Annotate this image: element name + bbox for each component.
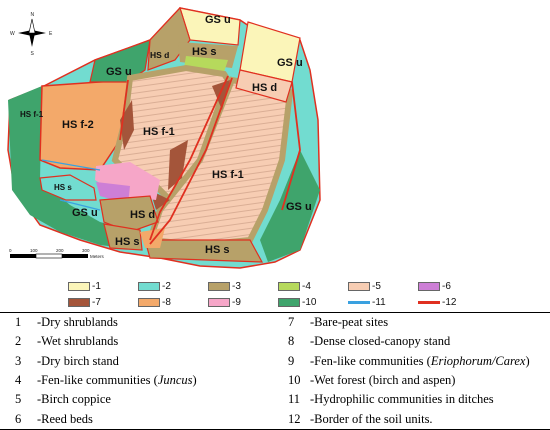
row-text: -Dry birch stand <box>37 353 119 368</box>
row-text: -Hydrophilic communities in ditches <box>310 392 494 407</box>
legend-item-7: -7 <box>68 296 101 308</box>
legend-swatch-12 <box>418 300 440 304</box>
row-num: 9 <box>288 353 295 368</box>
legend-swatch-11 <box>348 300 370 304</box>
legend-item-8: -8 <box>138 296 171 308</box>
scale-tick-300: 300 <box>82 248 90 253</box>
label-hs-d-right: HS d <box>252 82 277 94</box>
compass-w: W <box>10 31 15 37</box>
scale-tick-200: 200 <box>56 248 64 253</box>
table-row: 2 -Wet shrublands 8 -Dense closed-canopy… <box>0 332 550 351</box>
row-text: -Fen-like communities (Juncus) <box>37 373 197 388</box>
map-bare-peat-1 <box>120 100 134 150</box>
map-hs-s-left <box>39 174 97 201</box>
row-num: 1 <box>15 315 22 330</box>
legend-swatch-8 <box>138 297 160 307</box>
map-fen-eriophorum <box>95 162 160 200</box>
row-num: 8 <box>288 334 295 349</box>
legend-item-4: -4 <box>278 280 311 292</box>
legend-item-5: -5 <box>348 280 381 292</box>
legend-item-3: -3 <box>208 280 241 292</box>
row-text: -Dense closed-canopy stand <box>310 334 451 349</box>
legend-item-9: -9 <box>208 296 241 308</box>
label-hs-f2: HS f-2 <box>62 119 94 131</box>
legend-item-6: -6 <box>418 280 451 292</box>
label-gs-u-top: GS u <box>205 14 231 26</box>
legend-swatch-5 <box>348 281 370 291</box>
map-hs-d-right <box>235 69 293 103</box>
compass-s: S <box>31 51 35 57</box>
row-text: -Fen-like communities (Eriophorum/Carex) <box>310 353 530 368</box>
label-hs-s-bottom-right: HS s <box>205 244 229 256</box>
compass-rose-icon: N S E W <box>10 12 53 57</box>
label-gs-u-right-top: GS u <box>277 57 303 69</box>
label-hs-d-bottom: HS d <box>130 209 155 221</box>
map-wet-forest-right <box>260 150 320 262</box>
label-gs-u-left: GS u <box>106 66 132 78</box>
row-text: -Border of the soil units. <box>310 411 433 426</box>
legend-item-12: -12 <box>418 296 456 308</box>
row-text: -Reed beds <box>37 411 93 426</box>
label-hs-s-bottom: HS s <box>115 236 139 248</box>
label-hs-s-left: HS s <box>54 183 72 192</box>
legend-swatch-6 <box>418 281 440 291</box>
legend-swatch-9 <box>208 297 230 307</box>
map-legend: -1 -2 -3 -4 -5 -6 -7 -8 -9 -10 -11 -12 <box>62 280 492 330</box>
table-row: 4 -Fen-like communities (Juncus) 10 -Wet… <box>0 371 550 390</box>
legend-item-10: -10 <box>278 296 316 308</box>
scale-bar: 0 100 200 300 Meters <box>9 248 105 259</box>
label-hs-f1-right: HS f-1 <box>212 169 244 181</box>
row-num: 7 <box>288 315 295 330</box>
legend-swatch-10 <box>278 297 300 307</box>
legend-swatch-2 <box>138 281 160 291</box>
legend-swatch-7 <box>68 297 90 307</box>
scale-unit: Meters <box>90 254 105 259</box>
soil-unit-borders <box>119 75 301 245</box>
legend-item-1: -1 <box>68 280 101 292</box>
row-text: -Wet shrublands <box>37 334 119 349</box>
legend-table: 1 -Dry shrublands 7 -Bare-peat sites 2 -… <box>0 312 550 430</box>
map-labels: GS u GS u GS u HS s HS d HS d HS f-2 HS … <box>20 14 312 256</box>
row-text: -Wet forest (birch and aspen) <box>310 373 456 388</box>
hydrophilic-ditches <box>41 159 101 211</box>
table-row: 3 -Dry birch stand 9 -Fen-like communiti… <box>0 352 550 371</box>
row-num: 4 <box>15 373 22 388</box>
row-num: 12 <box>288 411 301 426</box>
table-row: 1 -Dry shrublands 7 -Bare-peat sites <box>0 313 550 332</box>
row-num: 6 <box>15 411 22 426</box>
row-num: 10 <box>288 373 301 388</box>
map-bare-peat-2 <box>168 140 188 190</box>
label-hs-s-top: HS s <box>192 46 216 58</box>
label-gs-u-bottom-left: GS u <box>72 207 98 219</box>
vegetation-map: GS u GS u GS u HS s HS d HS d HS f-2 HS … <box>7 6 321 269</box>
table-row: 6 -Reed beds 12 -Border of the soil unit… <box>0 409 550 428</box>
row-num: 11 <box>288 392 301 407</box>
legend-swatch-4 <box>278 281 300 291</box>
compass-n: N <box>31 12 35 18</box>
row-num: 5 <box>15 392 22 407</box>
map-hs-d-bottom <box>99 195 159 233</box>
label-hs-d-top: HS d <box>150 50 169 60</box>
row-text: -Birch coppice <box>37 392 111 407</box>
scale-tick-0: 0 <box>9 248 12 253</box>
row-text: -Bare-peat sites <box>310 315 389 330</box>
map-bare-peat-3 <box>212 80 230 110</box>
legend-item-2: -2 <box>138 280 171 292</box>
legend-swatch-3 <box>208 281 230 291</box>
legend-item-11: -11 <box>348 296 386 308</box>
label-hs-f1-center: HS f-1 <box>143 126 175 138</box>
map-hs-s-bottom-right <box>144 239 264 263</box>
table-row: 5 -Birch coppice 11 -Hydrophilic communi… <box>0 390 550 409</box>
row-num: 2 <box>15 334 22 349</box>
label-hs-f1-small: HS f-1 <box>20 110 44 119</box>
map-hs-s-bottom <box>103 223 143 251</box>
row-num: 3 <box>15 353 22 368</box>
label-gs-u-right: GS u <box>286 201 312 213</box>
compass-e: E <box>49 31 53 37</box>
scale-tick-100: 100 <box>30 248 38 253</box>
legend-swatch-1 <box>68 281 90 291</box>
row-text: -Dry shrublands <box>37 315 118 330</box>
